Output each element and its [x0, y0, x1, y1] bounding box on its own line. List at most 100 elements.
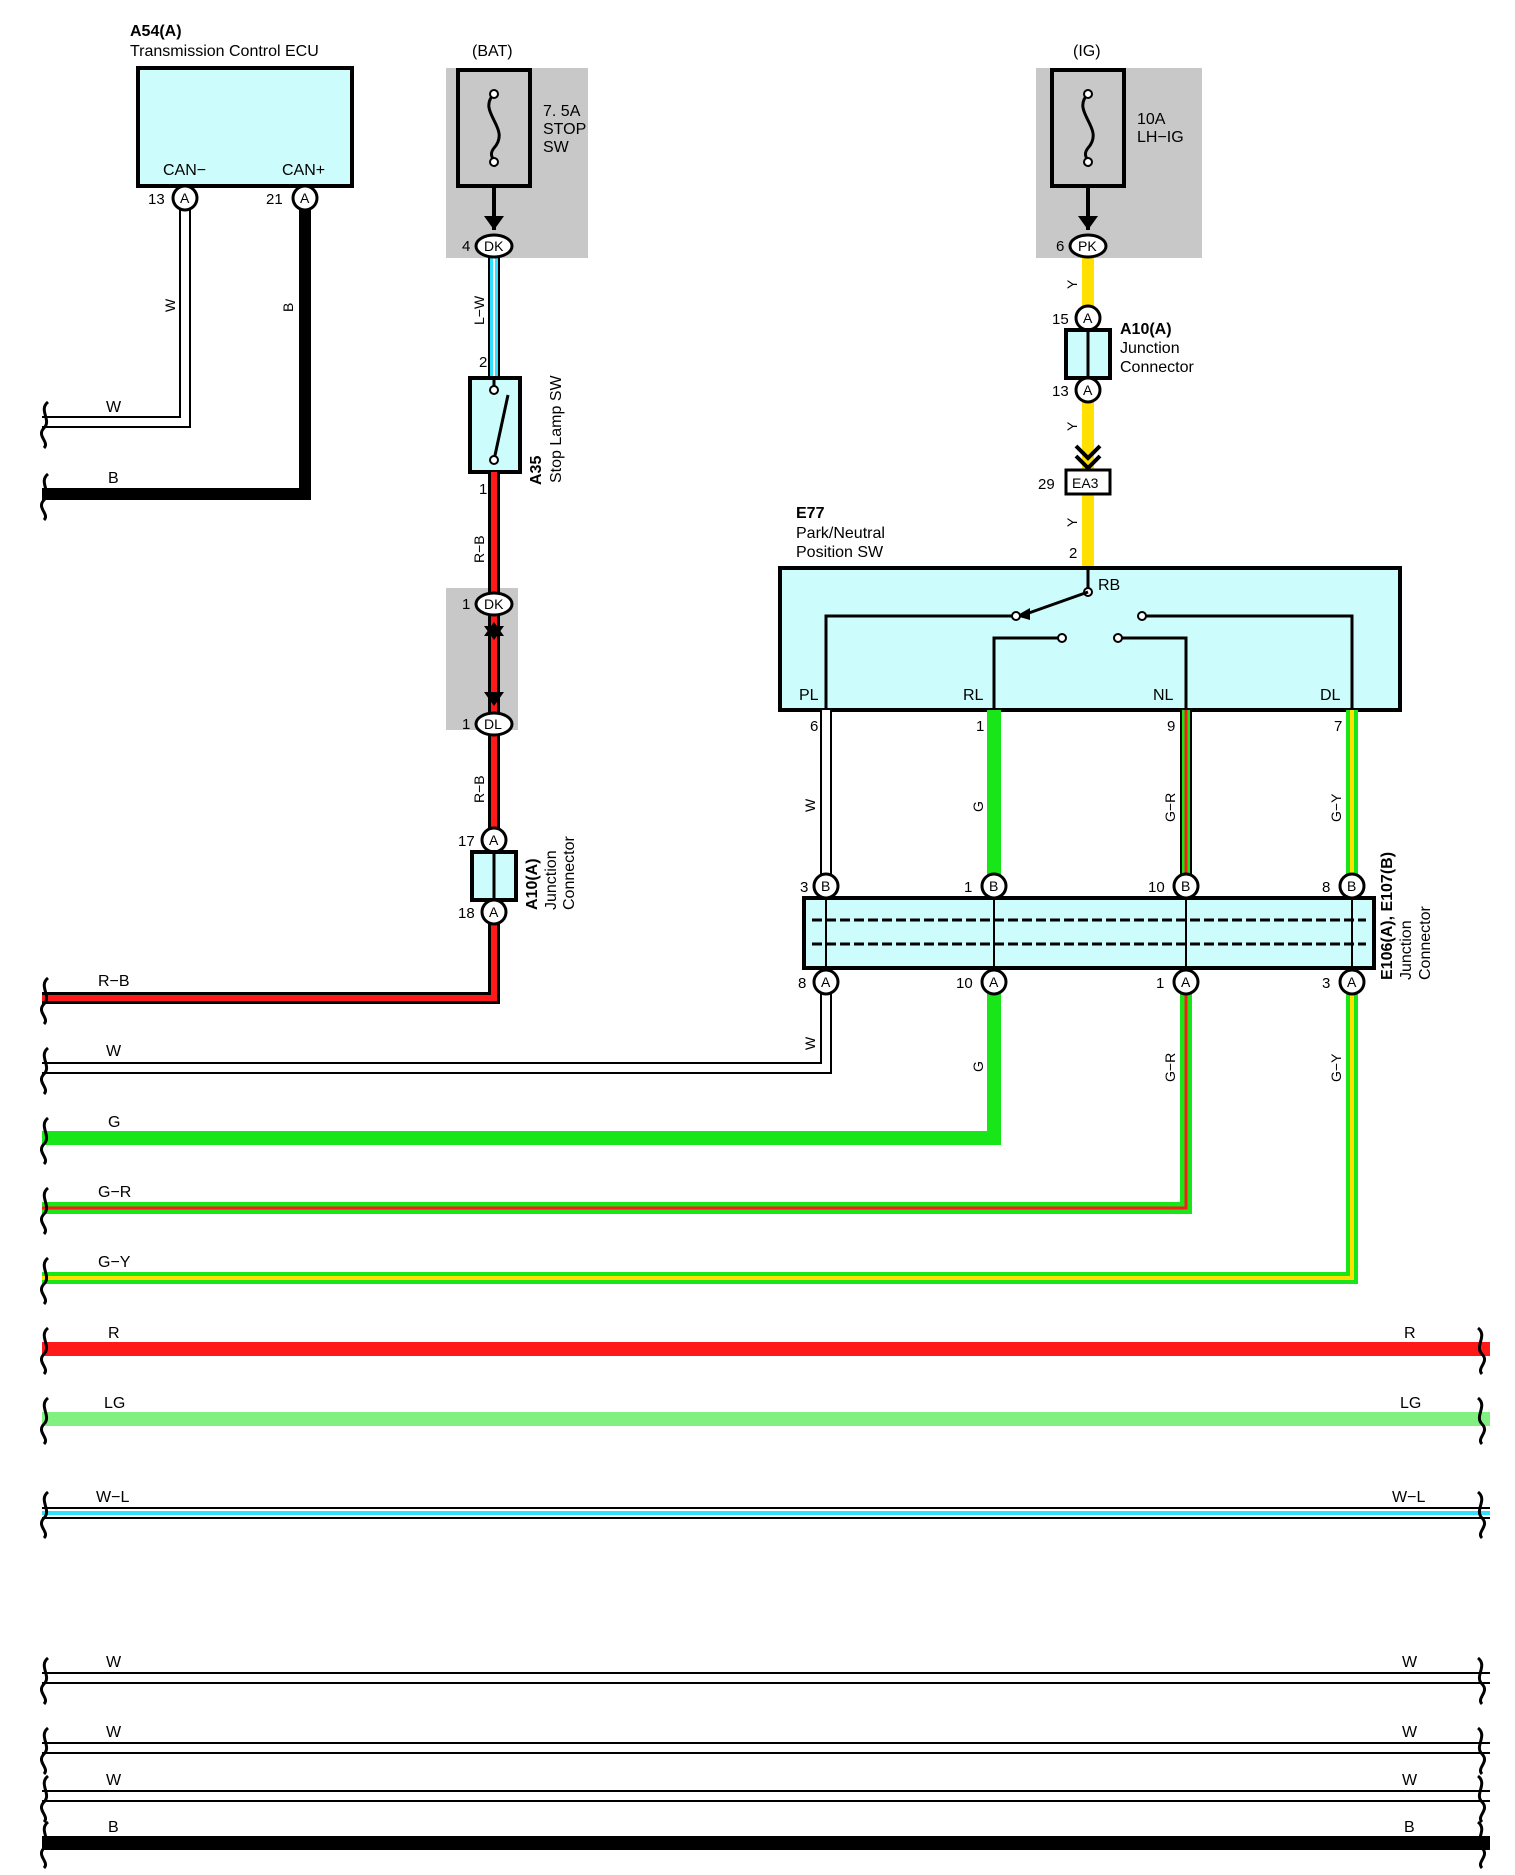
jc-e106-bottom-pin-1: 8 — [798, 975, 806, 992]
park-neutral-position-switch: RB PL RL NL DL — [778, 566, 1402, 712]
ecu-can-minus-label: CAN− — [163, 162, 206, 179]
bus-label-11: W — [106, 1724, 122, 1741]
bus-right-label-12: W — [1402, 1772, 1418, 1789]
jc-left-name-1: Junction — [543, 850, 560, 910]
ig-pk-label: PK — [1078, 238, 1097, 254]
pnp-pin-6: 6 — [810, 718, 818, 735]
jc-e106-top-pin-3: 10 — [1148, 879, 1165, 896]
bus-right-label-13: B — [1404, 1819, 1415, 1836]
pnp-pin-9: 9 — [1167, 718, 1175, 735]
wire-g-r-nl — [42, 980, 1192, 1214]
ecu-conn-a-right: A — [300, 190, 310, 206]
bat-dk-connector — [474, 233, 514, 259]
stop-lamp-switch: 2 A35 Stop Lamp SW 1 — [468, 354, 565, 498]
bat-fuse-name-1: STOP — [543, 121, 586, 138]
jc-right-name-2: Connector — [1120, 359, 1194, 376]
jc-right-pin-bottom: 13 — [1052, 383, 1069, 400]
bat-fuse-name-2: SW — [543, 139, 570, 156]
left-break-marks — [39, 400, 50, 1870]
wire-r-b — [42, 472, 500, 1004]
bus-label-1: B — [108, 470, 119, 487]
jc-right-conn-bottom: A — [1083, 382, 1093, 398]
pnp-terminal-nl: NL — [1153, 687, 1174, 704]
wire-can-plus — [42, 198, 311, 500]
jc-e106-bottom-conn-1: A — [821, 974, 831, 990]
jc-right-pin-top: 15 — [1052, 311, 1069, 328]
jc-e106-bottom-conn-2: A — [989, 974, 999, 990]
jc-e106-bottom-pin-4: 3 — [1322, 975, 1330, 992]
bus-right-label-8: LG — [1400, 1395, 1421, 1412]
bat-fuse-block — [446, 68, 588, 258]
bus-label-5: G−R — [98, 1184, 131, 1201]
wire-label-w-vertical: W — [162, 298, 178, 312]
bus-label-13: B — [108, 1819, 119, 1836]
wire-label-r-b-1: R−B — [471, 535, 487, 563]
jc-e106-bottom-pin-2: 10 — [956, 975, 973, 992]
lh-ig-fuse: (IG) 10A LH−IG — [1050, 43, 1184, 188]
jc-left-name-2: Connector — [561, 836, 578, 910]
jc-e106-bottom-conn-4: A — [1347, 974, 1357, 990]
bus-right-label-9: W−L — [1392, 1489, 1425, 1506]
dk-connector — [474, 591, 514, 617]
wire-label-g-lower: G — [970, 1061, 986, 1072]
wire-label-y-2: Y — [1064, 421, 1080, 431]
wire-g-y-dl — [42, 980, 1358, 1284]
ig-pk-pin: 6 — [1056, 238, 1064, 255]
stop-lamp-pin-bottom: 1 — [479, 481, 487, 498]
jc-left-conn-bottom: A — [489, 904, 499, 920]
jc-left-id: A10(A) — [524, 858, 541, 910]
ecu-conn-a-left: A — [180, 190, 190, 206]
right-break-marks — [1476, 1326, 1487, 1870]
ea3-pin: 29 — [1038, 476, 1055, 493]
pnp-common-label: RB — [1098, 577, 1120, 594]
bus-right-label-11: W — [1402, 1724, 1418, 1741]
jc-right-conn-top: A — [1083, 310, 1093, 326]
wire-label-rl: G — [970, 801, 986, 812]
jc-e106-top-conn-3: B — [1181, 878, 1190, 894]
junction-connector-left: A 17 A 18 A10(A) Junction Connector — [458, 826, 578, 926]
wire-label-w-lower: W — [802, 1036, 818, 1050]
junction-connector-e106-e107: E106(A), E107(B) Junction Connector — [802, 852, 1434, 980]
wire-label-g-r-lower: G−R — [1162, 1053, 1178, 1082]
bus-label-4: G — [108, 1114, 120, 1131]
pnp-id: E77 — [796, 505, 825, 522]
wire-label-dl: G−Y — [1328, 793, 1344, 822]
jc-e106-top-conn-4: B — [1347, 878, 1356, 894]
wire-label-pl: W — [802, 798, 818, 812]
wire-label-y-3: Y — [1064, 517, 1080, 527]
ecu-pin-21 — [291, 184, 319, 212]
jc-right-name-1: Junction — [1120, 340, 1180, 357]
bus-label-8: LG — [104, 1395, 125, 1412]
jc-e106-bottom-pin-3: 1 — [1156, 975, 1164, 992]
bus-label-10: W — [106, 1654, 122, 1671]
wire-label-r-b-2: R−B — [471, 775, 487, 803]
ecu-pin-13-number: 13 — [148, 191, 165, 208]
ig-fuse-rating: 10A — [1137, 111, 1166, 128]
dk-label: DK — [484, 596, 504, 612]
jc-e106-top-conn-1: B — [821, 878, 830, 894]
dl-label: DL — [484, 716, 502, 732]
ea3-label: EA3 — [1072, 475, 1099, 491]
jc-e106-top-pin-4: 8 — [1322, 879, 1330, 896]
ea3-connector — [1064, 468, 1112, 496]
jc-right-id: A10(A) — [1120, 321, 1172, 338]
pnp-terminal-pl: PL — [799, 687, 819, 704]
wire-g-rl — [42, 980, 1001, 1145]
bus-label-3: W — [106, 1043, 122, 1060]
wire-label-nl: G−R — [1162, 793, 1178, 822]
jc-left-pin-top: 17 — [458, 833, 475, 850]
transmission-control-ecu: A54(A) Transmission Control ECU CAN− CAN… — [130, 23, 354, 188]
bat-dk-label: DK — [484, 238, 504, 254]
pnp-name-1: Park/Neutral — [796, 525, 885, 542]
jc-e106-top-pin-1: 3 — [800, 879, 808, 896]
stop-sw-fuse: (BAT) 7. 5A STOP SW — [456, 43, 586, 188]
ig-supply-label: (IG) — [1073, 43, 1101, 60]
ig-pk-connector — [1068, 233, 1108, 259]
pnp-terminal-rl: RL — [963, 687, 984, 704]
ecu-can-plus-label: CAN+ — [282, 162, 325, 179]
wire-label-g-y-lower: G−Y — [1328, 1053, 1344, 1082]
bus-label-6: G−Y — [98, 1254, 131, 1271]
jc-left-conn-top: A — [489, 832, 499, 848]
dl-pin: 1 — [462, 716, 470, 733]
jc-e106-name-2: Connector — [1417, 906, 1434, 980]
